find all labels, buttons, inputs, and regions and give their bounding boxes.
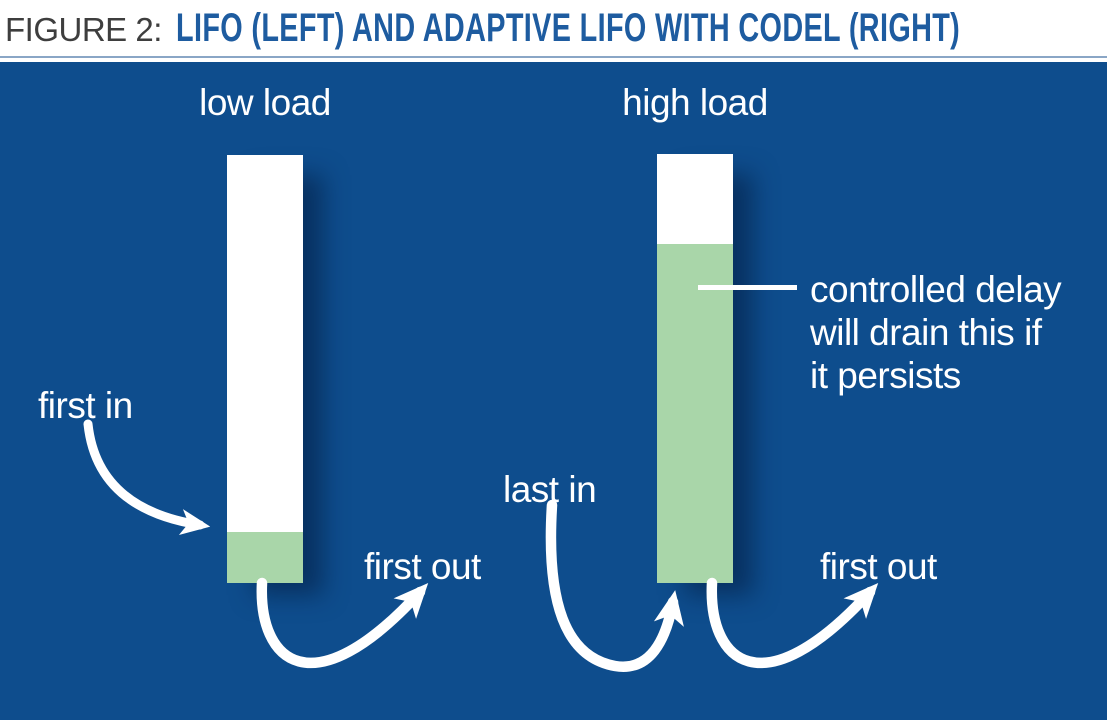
first-out-left-label: first out	[364, 546, 481, 587]
last-in-label: last in	[503, 469, 597, 510]
left-queue-fill	[227, 531, 303, 583]
figure-title: LIFO (LEFT) AND ADAPTIVE LIFO WITH CODEL…	[175, 6, 960, 50]
callout-text: controlled delay will drain this if it p…	[810, 268, 1062, 397]
left-queue-bar	[227, 155, 303, 583]
callout-line-3: it persists	[810, 355, 961, 396]
low-load-label: low load	[199, 82, 331, 123]
right-queue-bar	[657, 154, 733, 583]
first-in-arrow	[83, 419, 211, 535]
high-load-label: high load	[622, 82, 768, 123]
figure-header: FIGURE 2: LIFO (LEFT) AND ADAPTIVE LIFO W…	[5, 6, 1107, 51]
callout-line-1: controlled delay	[810, 269, 1062, 310]
callout-line	[698, 285, 797, 290]
first-out-left-arrow	[256, 577, 429, 669]
diagram-panel: low load high load controlled delay will…	[0, 62, 1107, 720]
right-queue-fill	[657, 244, 733, 583]
header-divider	[0, 56, 1107, 58]
last-in-arrow	[545, 499, 684, 672]
first-out-right-label: first out	[820, 546, 937, 587]
first-in-label: first in	[38, 385, 133, 426]
callout-line-2: will drain this if	[810, 312, 1042, 353]
figure-label: FIGURE 2:	[5, 11, 162, 48]
first-out-right-arrow	[706, 577, 879, 669]
